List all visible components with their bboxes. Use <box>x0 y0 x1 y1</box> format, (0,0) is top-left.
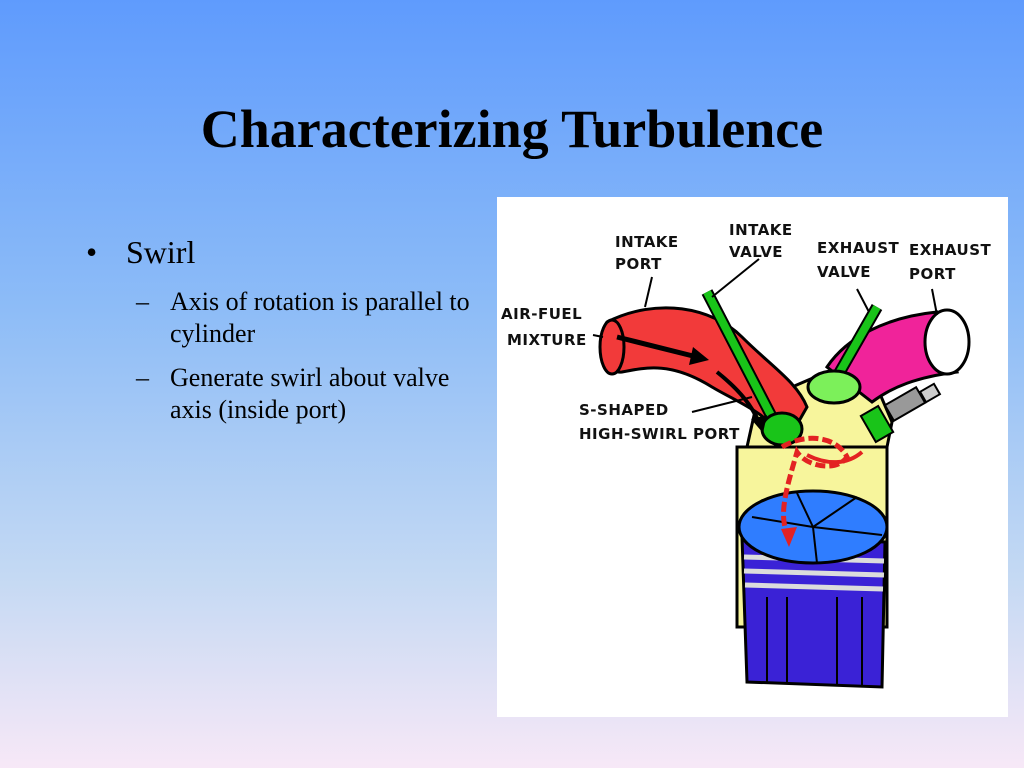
leader-line <box>644 276 653 308</box>
flow-arrowhead <box>751 415 767 433</box>
dash-icon: – <box>136 287 149 316</box>
swirl-arrow <box>780 435 850 539</box>
swirl-arrowhead <box>781 527 797 547</box>
leader-line <box>856 288 870 313</box>
leader-line <box>691 396 753 413</box>
leader-line <box>711 258 760 298</box>
crown-line <box>812 526 818 564</box>
flow-arrowhead <box>689 347 709 365</box>
exhaust-valve-head <box>806 369 862 405</box>
label-s-shaped: HIGH-SWIRL PORT <box>579 425 740 443</box>
crown-line <box>812 496 858 528</box>
label-intake-port: PORT <box>615 255 662 273</box>
subbullet-item: – Generate swirl about valve axis (insid… <box>136 362 496 426</box>
bullet-item: • Swirl <box>86 230 496 274</box>
label-exhaust-valve: EXHAUST <box>817 239 899 257</box>
leader-line <box>931 288 938 316</box>
flow-arrow <box>616 334 698 360</box>
label-intake-valve: VALVE <box>729 243 783 261</box>
label-exhaust-port: PORT <box>909 265 956 283</box>
engine-diagram-svg: INTAKE PORT INTAKE VALVE EXHAUST VALVE E… <box>501 221 991 689</box>
dash-icon: – <box>136 363 149 392</box>
label-air-fuel: AIR-FUEL <box>501 305 582 323</box>
crown-line <box>796 492 814 528</box>
label-air-fuel: MIXTURE <box>507 331 587 349</box>
bullet-text: Swirl <box>126 234 196 270</box>
label-intake-valve: INTAKE <box>729 221 793 239</box>
slide-title: Characterizing Turbulence <box>200 99 824 159</box>
crown-line <box>812 526 883 536</box>
exhaust-port-opening <box>923 308 971 376</box>
label-intake-port: INTAKE <box>615 233 679 251</box>
exhaust-valve-stem <box>833 305 881 379</box>
spark-plug <box>859 382 942 444</box>
leader-line <box>592 334 604 338</box>
label-exhaust-valve: VALVE <box>817 263 871 281</box>
swirl-arrow <box>806 450 864 465</box>
bullet-list: • Swirl – Axis of rotation is parallel t… <box>86 230 496 426</box>
subbullet-item: – Axis of rotation is parallel to cylind… <box>136 286 496 350</box>
engine-diagram: INTAKE PORT INTAKE VALVE EXHAUST VALVE E… <box>497 197 1008 717</box>
label-s-shaped: S-SHAPED <box>579 401 669 419</box>
piston-ring <box>744 582 884 592</box>
piston-ring <box>743 568 885 578</box>
intake-valve-stem <box>703 290 781 429</box>
label-exhaust-port: EXHAUST <box>909 241 991 259</box>
subbullet-text: Generate swirl about valve axis (inside … <box>170 363 450 424</box>
bullet-dot-icon: • <box>86 234 98 270</box>
intake-port-opening <box>598 318 626 376</box>
subbullet-text: Axis of rotation is parallel to cylinder <box>170 287 470 348</box>
